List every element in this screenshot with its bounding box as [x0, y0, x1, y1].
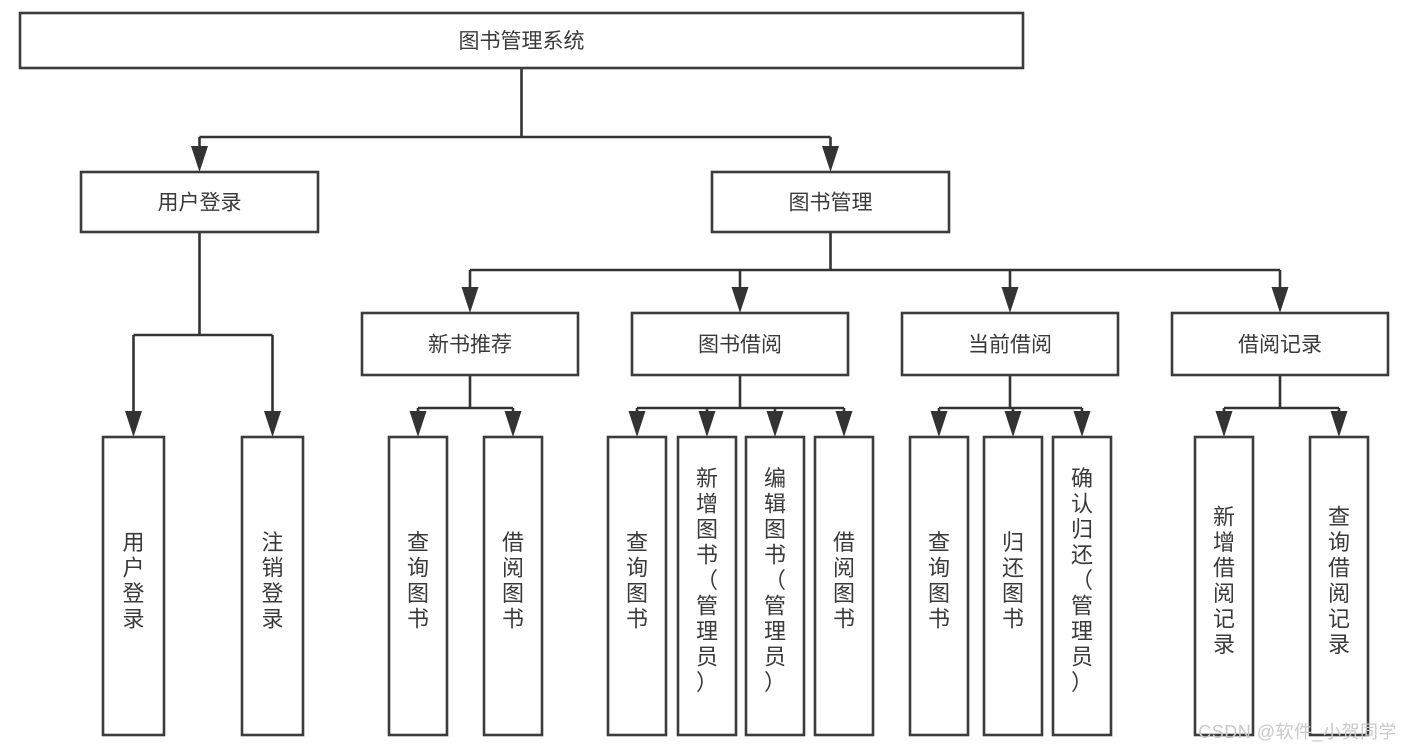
node-leaf-query-book-3[interactable]: 查询图书 — [908, 435, 970, 737]
arrow-head-icon — [698, 411, 716, 437]
node-box — [18, 11, 1025, 70]
node-box — [482, 435, 544, 737]
arrow-head-icon — [1271, 287, 1289, 313]
connector-group-new-book-recommend — [409, 375, 522, 437]
node-borrow-record[interactable]: 借阅记录 — [1170, 311, 1390, 377]
node-label: 图书管理 — [789, 192, 873, 215]
arrow-head-icon — [628, 411, 646, 437]
node-box — [79, 170, 320, 234]
node-box — [240, 435, 305, 737]
connector-group-user-login — [125, 232, 281, 437]
node-leaf-borrow-book-1[interactable]: 借阅图书 — [482, 435, 544, 737]
arrow-head-icon — [409, 411, 427, 437]
node-label: 借阅记录 — [1238, 334, 1322, 357]
arrow-head-icon — [822, 146, 839, 172]
node-box — [1193, 435, 1255, 737]
arrow-head-icon — [1073, 411, 1091, 437]
arrow-head-icon — [835, 411, 853, 437]
node-book-manage[interactable]: 图书管理 — [710, 170, 951, 234]
node-box — [101, 435, 166, 737]
node-box — [676, 435, 738, 737]
arrow-head-icon — [1330, 411, 1348, 437]
arrow-head-icon — [731, 287, 749, 313]
arrow-head-icon — [1004, 411, 1022, 437]
connector-group-book-manage — [461, 232, 1289, 313]
connector-group-borrow-record — [1215, 375, 1348, 437]
node-leaf-confirm-return[interactable]: 确认归还（管理员） — [1051, 435, 1113, 737]
node-leaf-user-login[interactable]: 用户登录 — [101, 435, 166, 737]
connector-group-root — [191, 68, 839, 172]
arrow-head-icon — [125, 411, 142, 437]
node-user-login[interactable]: 用户登录 — [79, 170, 320, 234]
node-box — [1308, 435, 1370, 737]
node-label: 图书管理系统 — [459, 30, 585, 53]
arrow-head-icon — [766, 411, 784, 437]
arrow-head-icon — [1001, 287, 1019, 313]
arrow-head-icon — [504, 411, 522, 437]
node-box — [900, 311, 1120, 377]
node-box — [360, 311, 580, 377]
node-label: 归还图书 — [1002, 530, 1024, 632]
arrow-head-icon — [191, 146, 208, 172]
connector-group-book-borrow — [628, 375, 853, 437]
node-box — [387, 435, 449, 737]
arrow-head-icon — [1215, 411, 1233, 437]
node-label: 新增借阅记录 — [1213, 504, 1235, 657]
node-label: 确认归还（管理员） — [1071, 466, 1093, 695]
node-label: 新增图书（管理员） — [696, 466, 718, 695]
node-label: 查询图书 — [928, 530, 950, 632]
node-box — [1051, 435, 1113, 737]
node-box — [1170, 311, 1390, 377]
node-box — [710, 170, 951, 234]
node-box — [744, 435, 806, 737]
node-box — [813, 435, 875, 737]
node-label: 用户登录 — [122, 530, 144, 632]
arrow-head-icon — [264, 411, 281, 437]
node-box — [630, 311, 850, 377]
connector-group-current-borrow — [930, 375, 1091, 437]
node-leaf-query-record[interactable]: 查询借阅记录 — [1308, 435, 1370, 737]
node-leaf-borrow-book-2[interactable]: 借阅图书 — [813, 435, 875, 737]
node-box — [606, 435, 668, 737]
node-leaf-edit-book[interactable]: 编辑图书（管理员） — [744, 435, 806, 737]
node-leaf-logout[interactable]: 注销登录 — [240, 435, 305, 737]
node-label: 用户登录 — [158, 192, 242, 215]
node-book-borrow[interactable]: 图书借阅 — [630, 311, 850, 377]
node-label: 编辑图书（管理员） — [764, 466, 786, 695]
node-label: 查询图书 — [407, 530, 429, 632]
arrow-head-icon — [461, 287, 479, 313]
node-label: 借阅图书 — [502, 530, 524, 632]
node-label: 查询借阅记录 — [1328, 504, 1350, 657]
connectors-layer — [125, 68, 1348, 437]
node-leaf-return-book[interactable]: 归还图书 — [982, 435, 1044, 737]
node-label: 新书推荐 — [428, 334, 512, 357]
node-label: 图书借阅 — [698, 334, 782, 357]
node-leaf-add-book[interactable]: 新增图书（管理员） — [676, 435, 738, 737]
node-label: 查询图书 — [626, 530, 648, 632]
node-label: 注销登录 — [261, 530, 283, 632]
node-box — [982, 435, 1044, 737]
arrow-head-icon — [930, 411, 948, 437]
node-new-book-recommend[interactable]: 新书推荐 — [360, 311, 580, 377]
node-label: 当前借阅 — [968, 334, 1052, 357]
node-leaf-add-record[interactable]: 新增借阅记录 — [1193, 435, 1255, 737]
node-label: 借阅图书 — [833, 530, 855, 632]
node-current-borrow[interactable]: 当前借阅 — [900, 311, 1120, 377]
node-leaf-query-book-1[interactable]: 查询图书 — [387, 435, 449, 737]
node-root[interactable]: 图书管理系统 — [18, 11, 1025, 70]
node-box — [908, 435, 970, 737]
node-leaf-query-book-2[interactable]: 查询图书 — [606, 435, 668, 737]
nodes-layer: 图书管理系统用户登录图书管理新书推荐图书借阅当前借阅借阅记录用户登录注销登录查询… — [18, 11, 1390, 737]
